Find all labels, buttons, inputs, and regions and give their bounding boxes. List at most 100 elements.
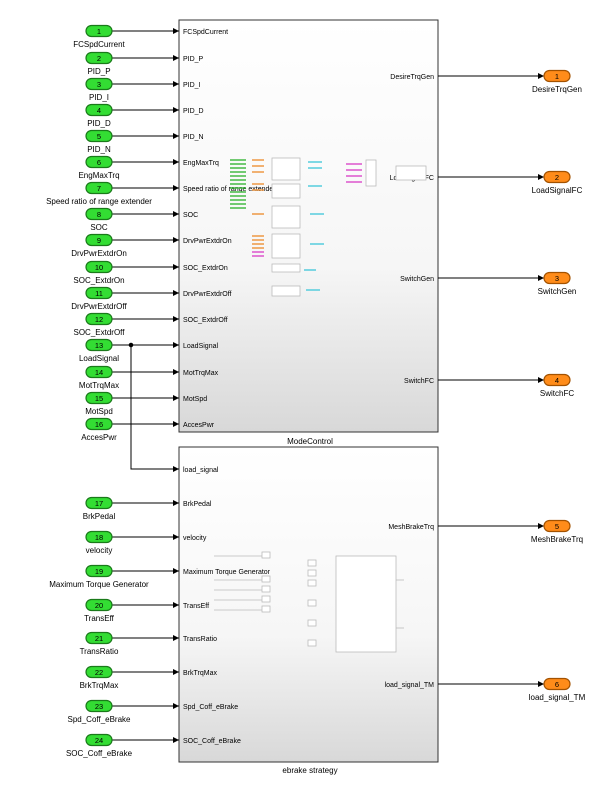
inport-shape[interactable] xyxy=(85,51,113,65)
outport-shape[interactable] xyxy=(543,677,571,691)
inport-shape[interactable] xyxy=(85,496,113,510)
port-label-pid-n: PID_N xyxy=(183,134,204,141)
inport-shape[interactable] xyxy=(85,530,113,544)
outport-shape[interactable] xyxy=(543,170,571,184)
inport-shape[interactable] xyxy=(85,665,113,679)
port-label-engmaxtrq: EngMaxTrq xyxy=(183,160,219,167)
port-label-transratio: TransRatio xyxy=(183,636,217,643)
ebrake-internal-preview xyxy=(214,551,404,653)
inport-label-pid-d: PID_D xyxy=(87,119,111,128)
signal-lines xyxy=(112,28,544,743)
inport-shape[interactable] xyxy=(85,699,113,713)
outport-shape[interactable] xyxy=(543,519,571,533)
inport-shape[interactable] xyxy=(85,181,113,195)
inport-shape[interactable] xyxy=(85,338,113,352)
port-label-soc: SOC xyxy=(183,212,198,219)
inport-shape[interactable] xyxy=(85,365,113,379)
inport-shape[interactable] xyxy=(85,103,113,117)
inport-shape[interactable] xyxy=(85,312,113,326)
inport-shape[interactable] xyxy=(85,598,113,612)
port-label-switchgen: SwitchGen xyxy=(400,276,434,283)
inport-label-spd-coff-ebrake: Spd_Coff_eBrake xyxy=(67,715,131,724)
ebrake-block-name: ebrake strategy xyxy=(282,766,337,775)
inport-shape[interactable] xyxy=(85,207,113,221)
outport-shape[interactable] xyxy=(543,373,571,387)
inport-number: 10 xyxy=(95,263,103,272)
inport-number: 12 xyxy=(95,315,103,324)
outport-label-load-signal-tm: load_signal_TM xyxy=(529,693,586,702)
modecontrol-block[interactable] xyxy=(178,19,439,433)
port-label-load-signal-tm: load_signal_TM xyxy=(385,682,435,689)
inport-number: 20 xyxy=(95,601,103,610)
modecontrol-block-name: ModeControl xyxy=(287,437,333,446)
inport-number: 11 xyxy=(95,289,103,298)
inport-number: 21 xyxy=(95,634,103,643)
inport-number: 7 xyxy=(97,184,101,193)
inport-shape[interactable] xyxy=(85,631,113,645)
inport-shape[interactable] xyxy=(85,155,113,169)
outport-shape[interactable] xyxy=(543,271,571,285)
outport-shape[interactable] xyxy=(543,69,571,83)
inport-shape[interactable] xyxy=(85,417,113,431)
port-label-transeff: TransEff xyxy=(183,603,209,610)
port-label-maximum-torque-generator: Maximum Torque Generator xyxy=(183,569,271,576)
port-label-spd-coff-ebrake: Spd_Coff_eBrake xyxy=(183,704,238,711)
modecontrol-internal-preview xyxy=(230,157,427,297)
inport-number: 5 xyxy=(97,132,101,141)
inport-shape[interactable] xyxy=(85,733,113,747)
outport-label-desiretrqgen: DesireTrqGen xyxy=(532,85,582,94)
inport-label-motspd: MotSpd xyxy=(85,407,113,416)
inport-shape[interactable] xyxy=(85,286,113,300)
port-label-soc-extdroff: SOC_ExtdrOff xyxy=(183,317,228,324)
port-label-mottrqmax: MotTrqMax xyxy=(183,370,219,377)
inport-label-brktrqmax: BrkTrqMax xyxy=(80,681,119,690)
inport-shape[interactable] xyxy=(85,260,113,274)
inport-shape[interactable] xyxy=(85,564,113,578)
inport-number: 13 xyxy=(95,341,103,350)
inport-shape[interactable] xyxy=(85,24,113,38)
modecontrol-input-port-labels: FCSpdCurrentPID_PPID_IPID_DPID_NEngMaxTr… xyxy=(183,29,276,429)
port-label-switchfc: SwitchFC xyxy=(404,378,434,385)
inport-shape[interactable] xyxy=(85,233,113,247)
outport-label-meshbraketrq: MeshBrakeTrq xyxy=(531,535,583,544)
inport-shape[interactable] xyxy=(85,391,113,405)
inport-shape[interactable] xyxy=(85,129,113,143)
inport-label-transratio: TransRatio xyxy=(80,647,119,656)
inport-number: 19 xyxy=(95,567,103,576)
outport-label-switchgen: SwitchGen xyxy=(538,287,577,296)
port-label-drvpwrextdroff: DrvPwrExtdrOff xyxy=(183,291,232,298)
inport-shape[interactable] xyxy=(85,77,113,91)
